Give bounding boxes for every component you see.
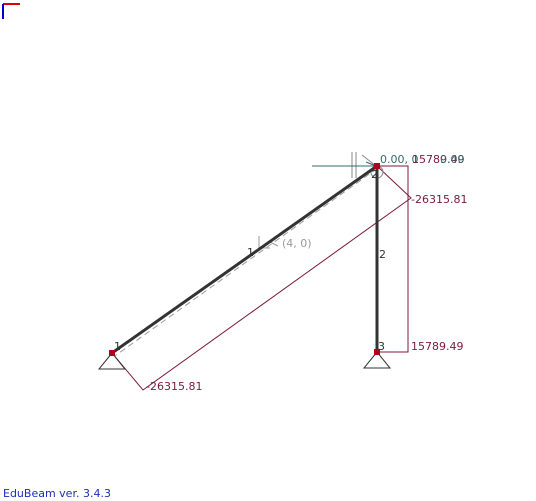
node-3-label: 3 — [378, 340, 385, 353]
moment-label-bottom-left: -26315.81 — [146, 380, 202, 393]
element-2-label: 2 — [379, 248, 386, 261]
node-3[interactable] — [374, 349, 380, 355]
top-result-label-c: 0.00 — [440, 153, 465, 166]
element-1-label: 1 — [247, 246, 254, 259]
top-result-label-a: 0.00, 0 — [380, 153, 418, 166]
node-2[interactable] — [374, 163, 380, 169]
support-node-1[interactable] — [97, 352, 127, 370]
moment-diagram-element-1 — [111, 165, 412, 391]
moment-label-right-bottom: 15789.49 — [411, 340, 464, 353]
elements — [111, 164, 379, 355]
node-1-label: 1 — [114, 340, 121, 353]
nodes — [109, 163, 380, 356]
moment-diagram-element-2 — [377, 165, 409, 353]
node-2-label: 2 — [371, 168, 378, 181]
element-load-label: (4, 0) — [282, 237, 312, 250]
moment-label-top: -26315.81 — [411, 193, 467, 206]
version-label: EduBeam ver. 3.4.3 — [3, 487, 111, 500]
moment-diagram — [111, 165, 412, 391]
node-1[interactable] — [109, 350, 115, 356]
top-result-label-b: 15789.49 — [412, 153, 465, 166]
nodal-load-arrow — [312, 161, 377, 167]
support-node-3[interactable] — [362, 351, 392, 369]
deformed-shape — [111, 169, 376, 359]
origin-marker — [2, 3, 20, 19]
element-1[interactable] — [111, 164, 378, 355]
